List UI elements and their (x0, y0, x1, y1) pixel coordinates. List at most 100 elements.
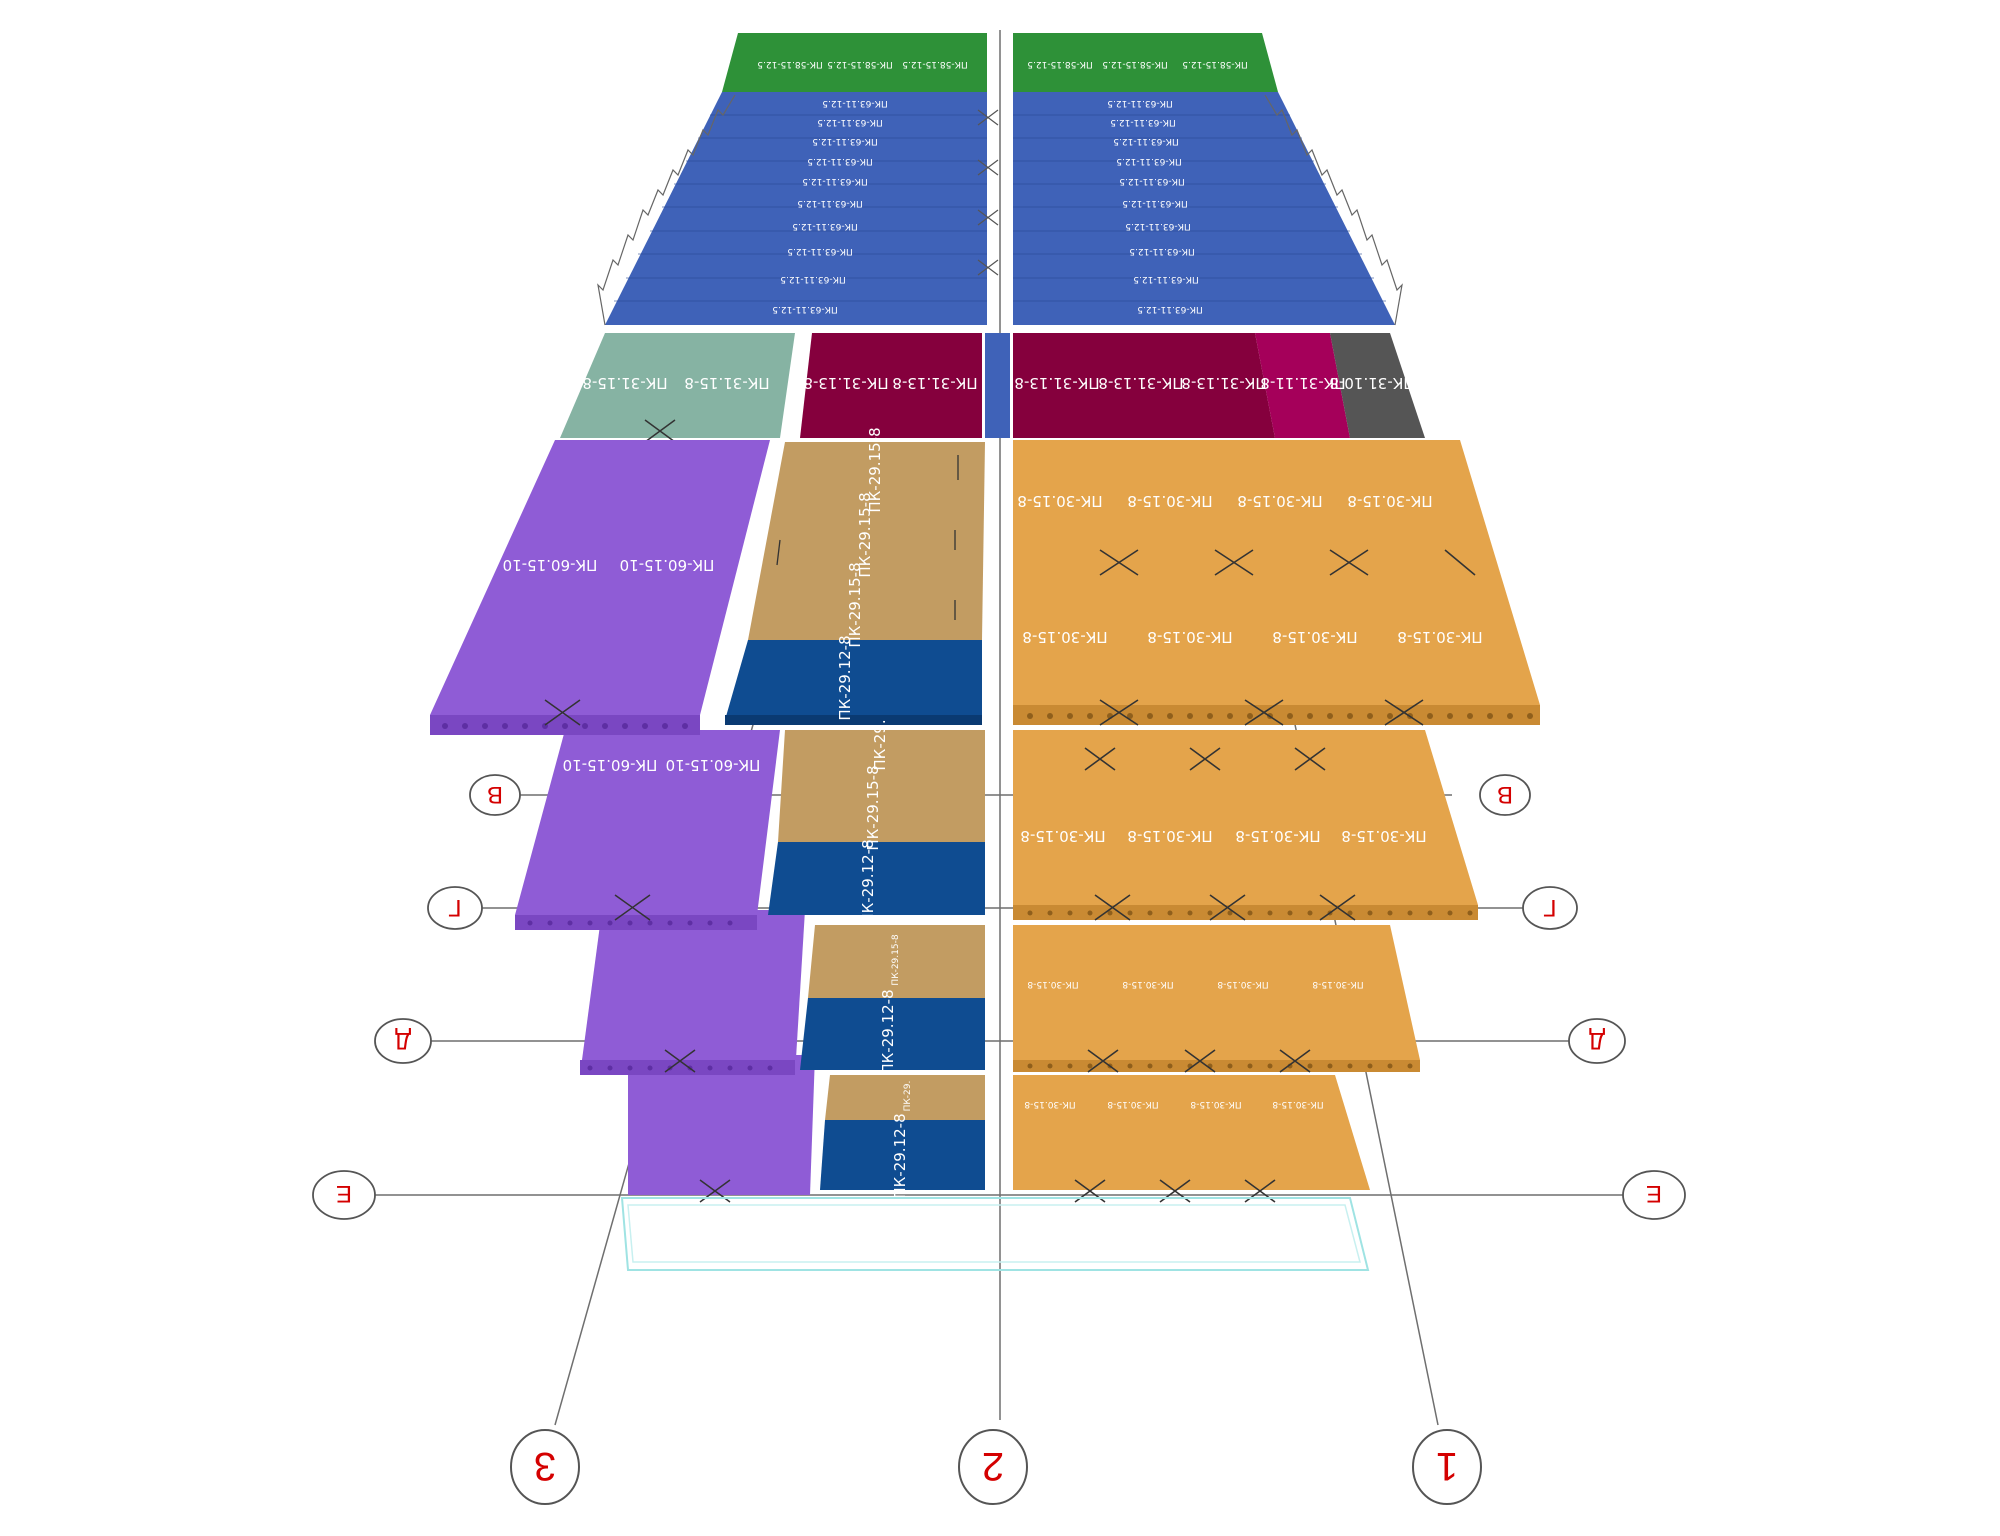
label-navy2: ПК-29.12-8 (859, 839, 877, 924)
label-blue-right-1: ПК-63.11-12.5 (1107, 98, 1172, 108)
axis-label-g-right: Г (1544, 894, 1557, 921)
label-green-4: ПК-58.15-12.5 (1027, 59, 1092, 69)
label-crimson-right-2: ПК-31.13-8 (1098, 374, 1183, 392)
slab-tan-2 (778, 730, 985, 842)
label-blue-left-9: ПК-63.11-12.5 (780, 274, 845, 284)
slab-crimson-left (800, 333, 982, 438)
axis-bubble-d-right (1568, 1018, 1626, 1064)
label-orange1-bottom-4: ПК-30.15-8 (1397, 628, 1482, 646)
label-tan1-3: ПК-29.15-8 (846, 562, 864, 647)
label-green-3: ПК-58.15-12.5 (902, 59, 967, 69)
slab-purple-3 (580, 910, 805, 1075)
slab-seafoam (560, 333, 795, 438)
slab-gray (1330, 333, 1425, 438)
slab-purple-2 (515, 730, 780, 915)
slab-group-tan-navy: ПК-29.15-8 ПК-29.15-8 ПК-29.15-8 ПК-29.1… (725, 427, 985, 1199)
label-tan2: ПК-29.15-8 (864, 765, 882, 850)
label-green-2: ПК-58.15-12.5 (827, 59, 892, 69)
label-crimson-right-1: ПК-31.13-8 (1014, 374, 1099, 392)
label-blue-right-2: ПК-63.11-12.5 (1110, 117, 1175, 127)
axis-label-v-right: В (1497, 781, 1513, 808)
label-orange3-4: ПК-30.15-8 (1312, 979, 1363, 989)
zigzag-blue-left (597, 94, 736, 326)
label-tan2-partial: ПК-29. (871, 719, 889, 770)
label-purple2-1: ПК-60.15-10 (563, 756, 658, 774)
label-blue-right-5: ПК-63.11-12.5 (1119, 176, 1184, 186)
label-purple1-2: ПК-60.15-10 (620, 556, 715, 574)
axis-bubble-1 (1412, 1429, 1482, 1505)
label-seafoam-1: ПК-31.15-8 (582, 374, 667, 392)
label-green-6: ПК-58.15-12.5 (1182, 59, 1247, 69)
axis-label-d-right: Д (1589, 1027, 1605, 1054)
slab-navy-3 (800, 998, 985, 1070)
slab-group-orange: ПК-30.15-8 ПК-30.15-8 ПК-30.15-8 ПК-30.1… (1013, 440, 1540, 1203)
label-orange2-3: ПК-30.15-8 (1235, 827, 1320, 845)
label-blue-left-6: ПК-63.11-12.5 (797, 198, 862, 208)
axis-label-e-right: Е (1646, 1180, 1662, 1207)
label-green-1: ПК-58.15-12.5 (757, 59, 822, 69)
label-orange3-3: ПК-30.15-8 (1217, 979, 1268, 989)
axis-label-e-left: Е (336, 1180, 352, 1207)
label-green-5: ПК-58.15-12.5 (1102, 59, 1167, 69)
axis-label-2: 2 (982, 1444, 1004, 1488)
label-blue-left-2: ПК-63.11-12.5 (817, 117, 882, 127)
label-blue-left-7: ПК-63.11-12.5 (792, 221, 857, 231)
label-blue-right-4: ПК-63.11-12.5 (1116, 156, 1181, 166)
label-purple2-2: ПК-60.15-10 (666, 756, 761, 774)
axis-label-3: 3 (534, 1444, 556, 1488)
slab-blue-gap (985, 333, 1010, 438)
label-blue-right-7: ПК-63.11-12.5 (1125, 221, 1190, 231)
slab-purple-1 (430, 440, 770, 715)
label-orange1-bottom-2: ПК-30.15-8 (1147, 628, 1232, 646)
slab-orange-2 (1013, 730, 1478, 905)
slab-group-purple: ПК-60.15-10 ПК-60.15-10 ПК-60.15-10 ПК-6… (430, 440, 815, 1203)
label-seafoam-2: ПК-31.15-8 (684, 374, 769, 392)
axis-label-g-left: Г (449, 894, 462, 921)
label-blue-right-6: ПК-63.11-12.5 (1122, 198, 1187, 208)
axis-bubble-v-left (469, 774, 521, 816)
slab-navy-4 (820, 1120, 985, 1190)
slab-navy-1 (725, 640, 982, 720)
label-orange1-bottom-3: ПК-30.15-8 (1272, 628, 1357, 646)
label-orange1-top-1: ПК-30.15-8 (1017, 492, 1102, 510)
label-crimson-left-1: ПК-31.13-8 (803, 374, 888, 392)
label-orange2-1: ПК-30.15-8 (1020, 827, 1105, 845)
label-blue-right-10: ПК-63.11-12.5 (1137, 304, 1202, 314)
label-navy3: ПК-29.12-8 (879, 989, 897, 1074)
label-orange3-2: ПК-30.15-8 (1122, 979, 1173, 989)
label-blue-left-5: ПК-63.11-12.5 (802, 176, 867, 186)
slab-tan-3 (808, 925, 985, 998)
slab-orange-1 (1013, 440, 1540, 705)
axis-bubble-e-left (312, 1170, 376, 1220)
axis-label-v-left: В (487, 781, 503, 808)
label-orange2-4: ПК-30.15-8 (1341, 827, 1426, 845)
slab-magenta (1255, 333, 1350, 438)
zigzag-blue-right (1264, 94, 1403, 326)
label-gray: ПК-31.10-8 (1329, 374, 1414, 392)
label-blue-left-3: ПК-63.11-12.5 (812, 136, 877, 146)
slab-group-blue-top: ПК-63.11-12.5 ПК-63.11-12.5 ПК-63.11-12.… (597, 92, 1403, 326)
slab-blue-right (1013, 92, 1395, 325)
label-blue-right-9: ПК-63.11-12.5 (1133, 274, 1198, 284)
label-orange4-4: ПК-30.15-8 (1272, 1099, 1323, 1109)
label-crimson-right-3: ПК-31.13-8 (1181, 374, 1266, 392)
slab-orange-3 (1013, 925, 1420, 1060)
label-purple1-1: ПК-60.15-10 (503, 556, 598, 574)
label-orange4-3: ПК-30.15-8 (1190, 1099, 1241, 1109)
label-blue-left-8: ПК-63.11-12.5 (787, 246, 852, 256)
label-orange1-top-4: ПК-30.15-8 (1347, 492, 1432, 510)
slab-green-left (722, 33, 987, 92)
label-orange4-2: ПК-30.15-8 (1107, 1099, 1158, 1109)
axis-bubble-v-right (1479, 774, 1531, 816)
label-navy1: ПК-29.12-8 (836, 635, 854, 720)
label-blue-left-4: ПК-63.11-12.5 (807, 156, 872, 166)
axis-bubble-e-right (1622, 1170, 1686, 1220)
axis-bubble-2 (958, 1429, 1028, 1505)
label-blue-right-3: ПК-63.11-12.5 (1113, 136, 1178, 146)
axis-bubble-g-left (427, 886, 483, 930)
label-tan1-1: ПК-29.15-8 (866, 427, 884, 512)
label-orange1-bottom-1: ПК-30.15-8 (1022, 628, 1107, 646)
label-blue-left-1: ПК-63.11-12.5 (822, 98, 887, 108)
